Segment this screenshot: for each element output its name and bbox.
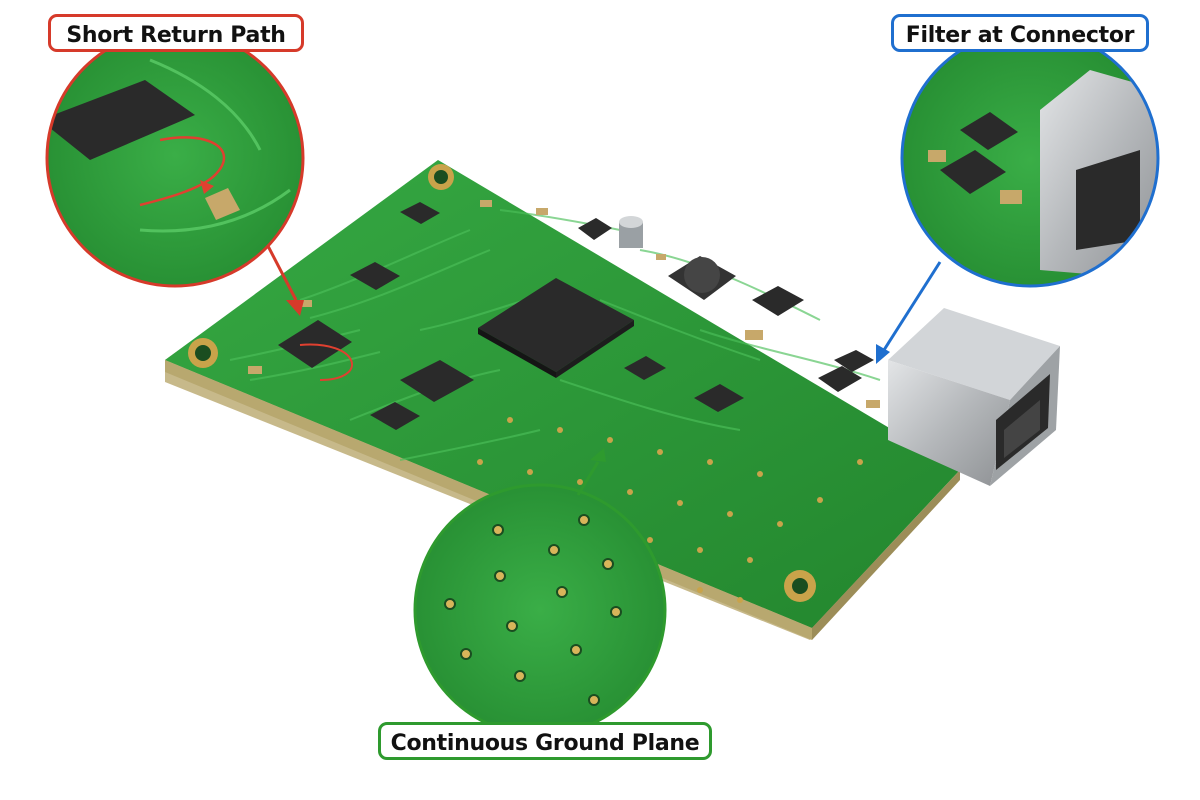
ic-chip-icon [47, 80, 195, 160]
inductor-icon [668, 256, 736, 300]
ic-chip-icon [624, 356, 666, 380]
ic-chip-icon [960, 112, 1018, 150]
callout-continuous-ground-plane [413, 448, 667, 737]
label-continuous-ground-plane: Continuous Ground Plane [378, 722, 712, 760]
ic-chip-icon [752, 286, 804, 316]
callout-short-return-path [45, 28, 353, 381]
mounting-holes [188, 164, 816, 602]
label-short-return-path: Short Return Path [48, 14, 304, 52]
passive-components [248, 200, 880, 408]
ic-chip-icon [940, 150, 1006, 194]
electrolytic-capacitor-icon [619, 216, 643, 248]
ic-chip-icon [694, 384, 744, 412]
ground-plane-vias [477, 417, 863, 603]
ic-chip-icon [834, 350, 874, 372]
ic-chip-icon [400, 202, 440, 224]
callout-filter-at-connector [876, 28, 1160, 364]
pcb-traces [229, 209, 881, 461]
ic-chip-icon [478, 278, 634, 378]
label-filter-at-connector-text: Filter at Connector [905, 23, 1135, 48]
ic-chip-icon [400, 360, 474, 402]
ic-chip-icon [578, 218, 612, 240]
rj45-connector-icon [888, 308, 1060, 486]
ic-chip-icon [818, 366, 862, 392]
label-continuous-ground-plane-text: Continuous Ground Plane [390, 731, 700, 756]
label-short-return-path-text: Short Return Path [66, 23, 286, 48]
ic-chip-icon [370, 402, 420, 430]
ic-chip-icon [350, 262, 400, 290]
label-filter-at-connector: Filter at Connector [891, 14, 1149, 52]
